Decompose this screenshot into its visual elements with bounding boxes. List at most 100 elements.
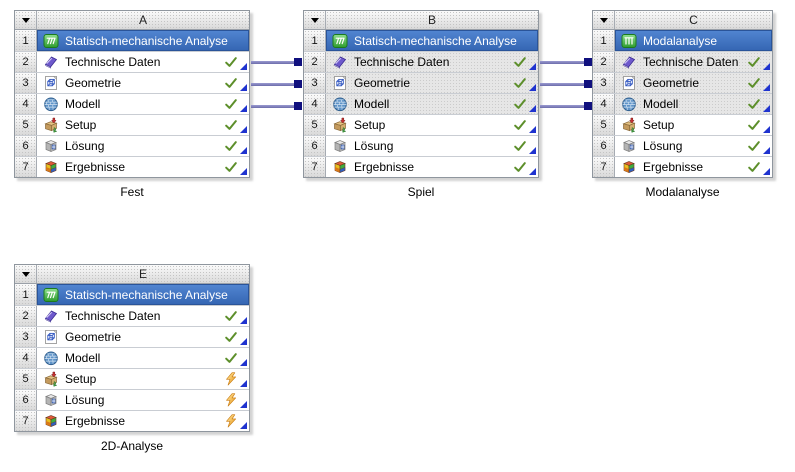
cell-c4-modell[interactable]: Modell bbox=[615, 94, 772, 114]
check-icon bbox=[513, 118, 527, 132]
row-number[interactable]: 6 bbox=[593, 136, 615, 156]
cell-a6-loesung[interactable]: Lösung bbox=[37, 136, 249, 156]
row-number[interactable]: 3 bbox=[15, 73, 37, 93]
row-number[interactable]: 4 bbox=[15, 94, 37, 114]
cell-c1-analysis-title[interactable]: Modalanalyse bbox=[615, 30, 772, 51]
cell-a7-ergebnisse[interactable]: Ergebnisse bbox=[37, 157, 249, 177]
cell-c6-loesung[interactable]: Lösung bbox=[615, 136, 772, 156]
cell-e3-geometrie[interactable]: Geometrie bbox=[37, 327, 249, 347]
cell-c7-ergebnisse[interactable]: Ergebnisse bbox=[615, 157, 772, 177]
cell-b2-technische-daten[interactable]: Technische Daten bbox=[326, 52, 538, 72]
cell-e4-modell[interactable]: Modell bbox=[37, 348, 249, 368]
row-number[interactable]: 4 bbox=[593, 94, 615, 114]
cell-a4-modell[interactable]: Modell bbox=[37, 94, 249, 114]
row-number[interactable]: 3 bbox=[593, 73, 615, 93]
row-number[interactable]: 2 bbox=[15, 306, 37, 326]
system-b-dropdown[interactable] bbox=[304, 11, 326, 29]
row-number[interactable]: 4 bbox=[304, 94, 326, 114]
table-row: 6 Lösung bbox=[15, 389, 249, 410]
context-menu-triangle bbox=[763, 126, 770, 133]
check-icon bbox=[513, 160, 527, 174]
cell-label: Geometrie bbox=[354, 76, 411, 90]
row-number[interactable]: 3 bbox=[304, 73, 326, 93]
cell-label: Technische Daten bbox=[354, 55, 450, 69]
table-row: 5 Setup bbox=[593, 114, 772, 135]
link-b3-anchor-square bbox=[294, 80, 302, 88]
cell-b4-modell[interactable]: Modell bbox=[326, 94, 538, 114]
row-number[interactable]: 6 bbox=[15, 136, 37, 156]
results-icon bbox=[43, 413, 59, 429]
check-icon bbox=[747, 76, 761, 90]
table-row: 1 Modalanalyse bbox=[593, 30, 772, 51]
row-number[interactable]: 2 bbox=[593, 52, 615, 72]
system-e-dropdown[interactable] bbox=[15, 265, 37, 283]
lightning-refresh-icon bbox=[224, 393, 238, 407]
row-number[interactable]: 2 bbox=[304, 52, 326, 72]
check-icon bbox=[747, 160, 761, 174]
context-menu-triangle bbox=[763, 63, 770, 70]
row-number[interactable]: 5 bbox=[304, 115, 326, 135]
row-number[interactable]: 7 bbox=[15, 411, 37, 431]
link-b4-c4-line bbox=[540, 105, 584, 108]
cell-e5-setup[interactable]: Setup bbox=[37, 369, 249, 389]
cell-c3-geometrie[interactable]: Geometrie bbox=[615, 73, 772, 93]
row-number[interactable]: 1 bbox=[15, 284, 37, 305]
cell-label: Modell bbox=[65, 351, 101, 365]
table-row: 2 Technische Daten bbox=[593, 51, 772, 72]
cell-c5-setup[interactable]: Setup bbox=[615, 115, 772, 135]
cell-e6-loesung[interactable]: Lösung bbox=[37, 390, 249, 410]
row-number[interactable]: 1 bbox=[15, 30, 37, 51]
cell-label: Setup bbox=[643, 118, 675, 132]
system-a-dropdown[interactable] bbox=[15, 11, 37, 29]
system-a-caption[interactable]: Fest bbox=[120, 185, 144, 199]
row-number[interactable]: 6 bbox=[15, 390, 37, 410]
cell-label: Ergebnisse bbox=[65, 160, 126, 174]
cell-a3-geometrie[interactable]: Geometrie bbox=[37, 73, 249, 93]
row-number[interactable]: 7 bbox=[593, 157, 615, 177]
system-c-caption[interactable]: Modalanalyse bbox=[645, 185, 720, 199]
row-number[interactable]: 1 bbox=[304, 30, 326, 51]
row-number[interactable]: 6 bbox=[304, 136, 326, 156]
cell-label: Ergebnisse bbox=[65, 414, 126, 428]
context-menu-triangle bbox=[529, 63, 536, 70]
cell-e7-ergebnisse[interactable]: Ergebnisse bbox=[37, 411, 249, 431]
model-icon bbox=[43, 350, 59, 366]
cell-b6-loesung[interactable]: Lösung bbox=[326, 136, 538, 156]
context-menu-triangle bbox=[240, 359, 247, 366]
cell-label: Lösung bbox=[65, 139, 105, 153]
table-row: 5 Setup bbox=[304, 114, 538, 135]
table-row: 3 Geometrie bbox=[15, 326, 249, 347]
row-number[interactable]: 4 bbox=[15, 348, 37, 368]
row-number[interactable]: 7 bbox=[304, 157, 326, 177]
cell-e1-analysis-title[interactable]: Statisch-mechanische Analyse bbox=[37, 284, 249, 305]
row-number[interactable]: 5 bbox=[15, 369, 37, 389]
cell-b1-analysis-title[interactable]: Statisch-mechanische Analyse bbox=[326, 30, 538, 51]
system-c-header[interactable]: C bbox=[615, 11, 772, 29]
cell-b3-geometrie[interactable]: Geometrie bbox=[326, 73, 538, 93]
system-c-dropdown[interactable] bbox=[593, 11, 615, 29]
engineering-data-icon bbox=[332, 54, 348, 70]
cell-b5-setup[interactable]: Setup bbox=[326, 115, 538, 135]
cell-label: Setup bbox=[65, 118, 97, 132]
cell-a1-analysis-title[interactable]: Statisch-mechanische Analyse bbox=[37, 30, 249, 51]
system-b-caption[interactable]: Spiel bbox=[407, 185, 435, 199]
cell-e2-technische-daten[interactable]: Technische Daten bbox=[37, 306, 249, 326]
row-number[interactable]: 1 bbox=[593, 30, 615, 51]
system-e-caption[interactable]: 2D-Analyse bbox=[100, 439, 164, 453]
check-icon bbox=[224, 160, 238, 174]
context-menu-triangle bbox=[240, 63, 247, 70]
row-number[interactable]: 7 bbox=[15, 157, 37, 177]
system-a-header[interactable]: A bbox=[37, 11, 249, 29]
cell-b7-ergebnisse[interactable]: Ergebnisse bbox=[326, 157, 538, 177]
cell-a5-setup[interactable]: Setup bbox=[37, 115, 249, 135]
row-number[interactable]: 5 bbox=[593, 115, 615, 135]
row-number[interactable]: 2 bbox=[15, 52, 37, 72]
row-number[interactable]: 5 bbox=[15, 115, 37, 135]
caret-down-icon bbox=[310, 17, 319, 23]
system-e-header[interactable]: E bbox=[37, 265, 249, 283]
cell-c2-technische-daten[interactable]: Technische Daten bbox=[615, 52, 772, 72]
cell-a2-technische-daten[interactable]: Technische Daten bbox=[37, 52, 249, 72]
system-b-header[interactable]: B bbox=[326, 11, 538, 29]
row-number[interactable]: 3 bbox=[15, 327, 37, 347]
